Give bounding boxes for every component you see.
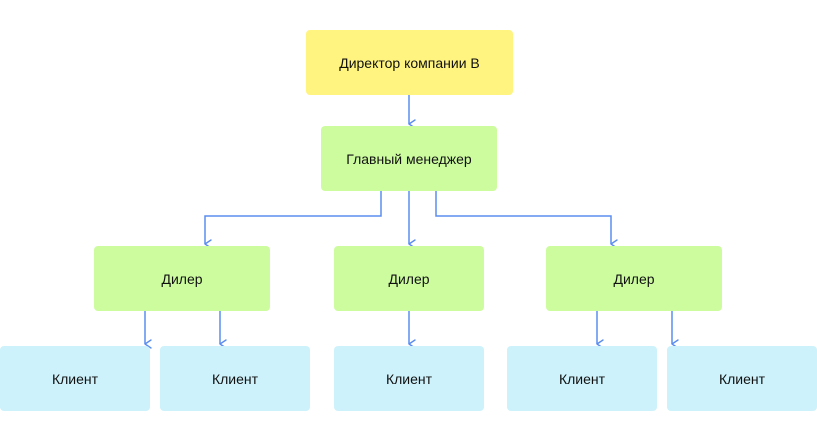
- client-label: Клиент: [558, 370, 606, 387]
- manager-node: Главный менеджер: [321, 126, 497, 191]
- client-label: Клиент: [718, 370, 766, 387]
- dealer-label: Дилер: [388, 270, 430, 287]
- dealer-label: Дилер: [613, 270, 655, 287]
- dealer-label: Дилер: [161, 270, 203, 287]
- dealer-node-3: Дилер: [546, 246, 722, 311]
- client-node-3: Клиент: [334, 346, 484, 411]
- manager-label: Главный менеджер: [346, 150, 472, 167]
- dealer-node-2: Дилер: [334, 246, 484, 311]
- client-node-4: Клиент: [507, 346, 657, 411]
- client-node-5: Клиент: [667, 346, 817, 411]
- director-label: Директор компании B: [339, 54, 480, 71]
- client-label: Клиент: [385, 370, 433, 387]
- client-node-2: Клиент: [160, 346, 310, 411]
- client-label: Клиент: [211, 370, 259, 387]
- dealer-node-1: Дилер: [94, 246, 270, 311]
- director-node: Директор компании B: [306, 30, 513, 95]
- client-node-1: Клиент: [0, 346, 150, 411]
- connector-manager-dealer-1: [204, 191, 382, 249]
- connector-manager-dealer-3: [435, 191, 618, 249]
- client-label: Клиент: [51, 370, 99, 387]
